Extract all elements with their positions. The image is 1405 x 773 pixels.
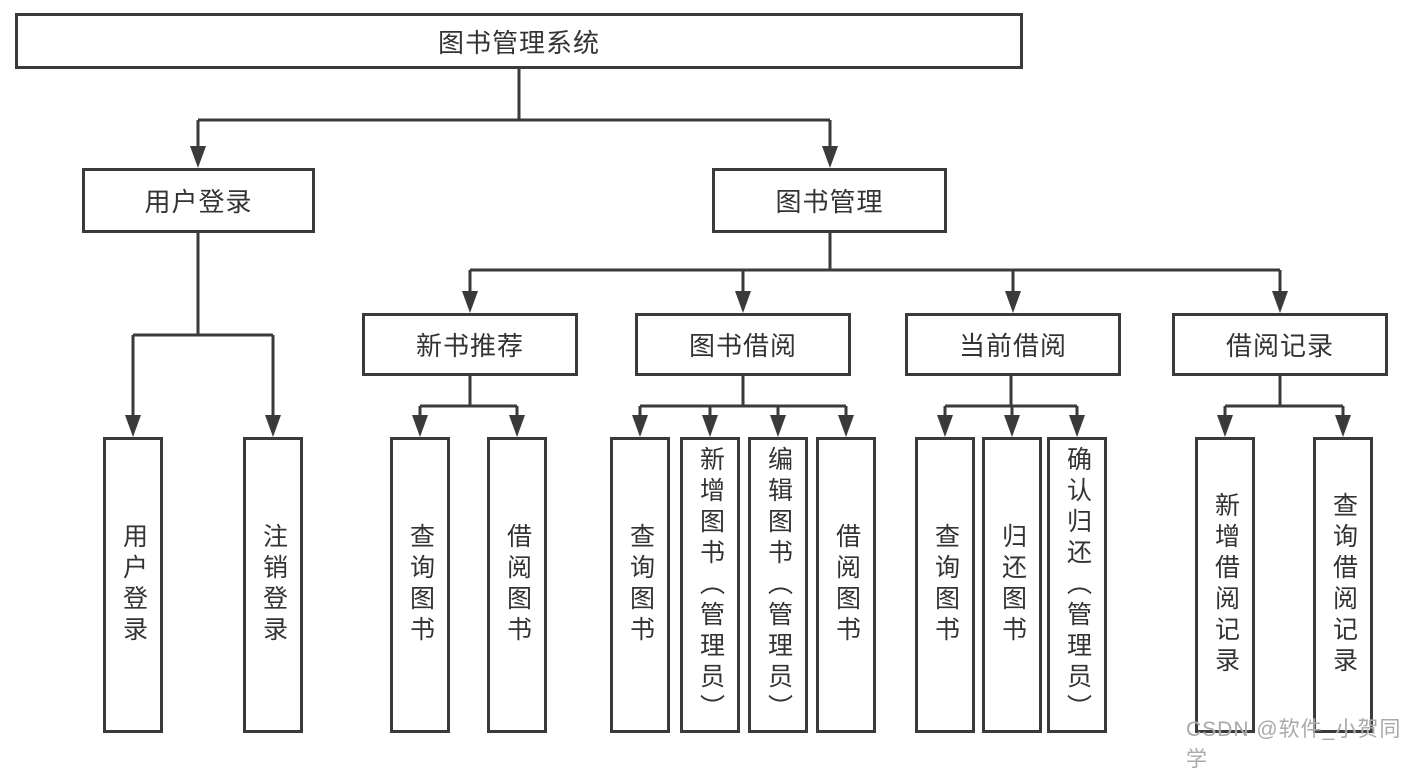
node-book-borrow-label: 图书借阅 bbox=[688, 331, 797, 361]
node-borrow-records-label: 借阅记录 bbox=[1225, 331, 1334, 361]
leaf-query-books-recommend-label: 查询图书 bbox=[406, 523, 435, 647]
leaf-query-books-borrow-label: 查询图书 bbox=[626, 523, 655, 647]
leaf-add-borrow-record-label: 新增借阅记录 bbox=[1211, 492, 1240, 678]
leaf-edit-book-admin-label: 编辑图书（管理员） bbox=[764, 445, 793, 725]
leaf-query-books-recommend: 查询图书 bbox=[390, 437, 450, 733]
leaf-logout-label: 注销登录 bbox=[259, 523, 288, 647]
leaf-edit-book-admin: 编辑图书（管理员） bbox=[748, 437, 808, 733]
leaf-return-book-label: 归还图书 bbox=[998, 523, 1027, 647]
leaf-borrow-books-borrow: 借阅图书 bbox=[816, 437, 876, 733]
leaf-return-book: 归还图书 bbox=[982, 437, 1042, 733]
leaf-add-book-admin-label: 新增图书（管理员） bbox=[696, 445, 725, 725]
node-book-management-label: 图书管理 bbox=[775, 187, 884, 217]
node-book-management: 图书管理 bbox=[712, 168, 947, 233]
node-root-label: 图书管理系统 bbox=[437, 27, 600, 58]
node-new-book-recommend-label: 新书推荐 bbox=[415, 331, 524, 361]
leaf-user-login: 用户登录 bbox=[103, 437, 163, 733]
leaf-query-books-current-label: 查询图书 bbox=[931, 523, 960, 647]
connector-lines bbox=[125, 69, 1351, 437]
leaf-user-login-label: 用户登录 bbox=[119, 523, 148, 647]
node-user-login-label: 用户登录 bbox=[144, 187, 253, 217]
leaf-borrow-books-recommend-label: 借阅图书 bbox=[503, 523, 532, 647]
leaf-borrow-books-recommend: 借阅图书 bbox=[487, 437, 547, 733]
leaf-confirm-return-admin: 确认归还（管理员） bbox=[1047, 437, 1107, 733]
leaf-add-borrow-record: 新增借阅记录 bbox=[1195, 437, 1255, 733]
node-root-system: 图书管理系统 bbox=[15, 13, 1023, 69]
arrowheads bbox=[125, 146, 1351, 437]
leaf-borrow-books-borrow-label: 借阅图书 bbox=[832, 523, 861, 647]
leaf-query-borrow-record: 查询借阅记录 bbox=[1313, 437, 1373, 733]
diagram-canvas: 图书管理系统 用户登录 图书管理 新书推荐 图书借阅 当前借阅 借阅记录 用户登… bbox=[15, 13, 1401, 771]
node-borrow-records: 借阅记录 bbox=[1172, 313, 1388, 376]
leaf-query-books-current: 查询图书 bbox=[915, 437, 975, 733]
leaf-logout: 注销登录 bbox=[243, 437, 303, 733]
leaf-add-book-admin: 新增图书（管理员） bbox=[680, 437, 740, 733]
node-book-borrow: 图书借阅 bbox=[635, 313, 851, 376]
leaf-query-books-borrow: 查询图书 bbox=[610, 437, 670, 733]
node-new-book-recommend: 新书推荐 bbox=[362, 313, 578, 376]
csdn-watermark: CSDN @软件_小贺同学 bbox=[1186, 718, 1402, 771]
leaf-query-borrow-record-label: 查询借阅记录 bbox=[1329, 492, 1358, 678]
node-user-login: 用户登录 bbox=[82, 168, 315, 233]
node-current-borrow: 当前借阅 bbox=[905, 313, 1121, 376]
node-current-borrow-label: 当前借阅 bbox=[958, 331, 1067, 361]
leaf-confirm-return-admin-label: 确认归还（管理员） bbox=[1063, 445, 1092, 725]
